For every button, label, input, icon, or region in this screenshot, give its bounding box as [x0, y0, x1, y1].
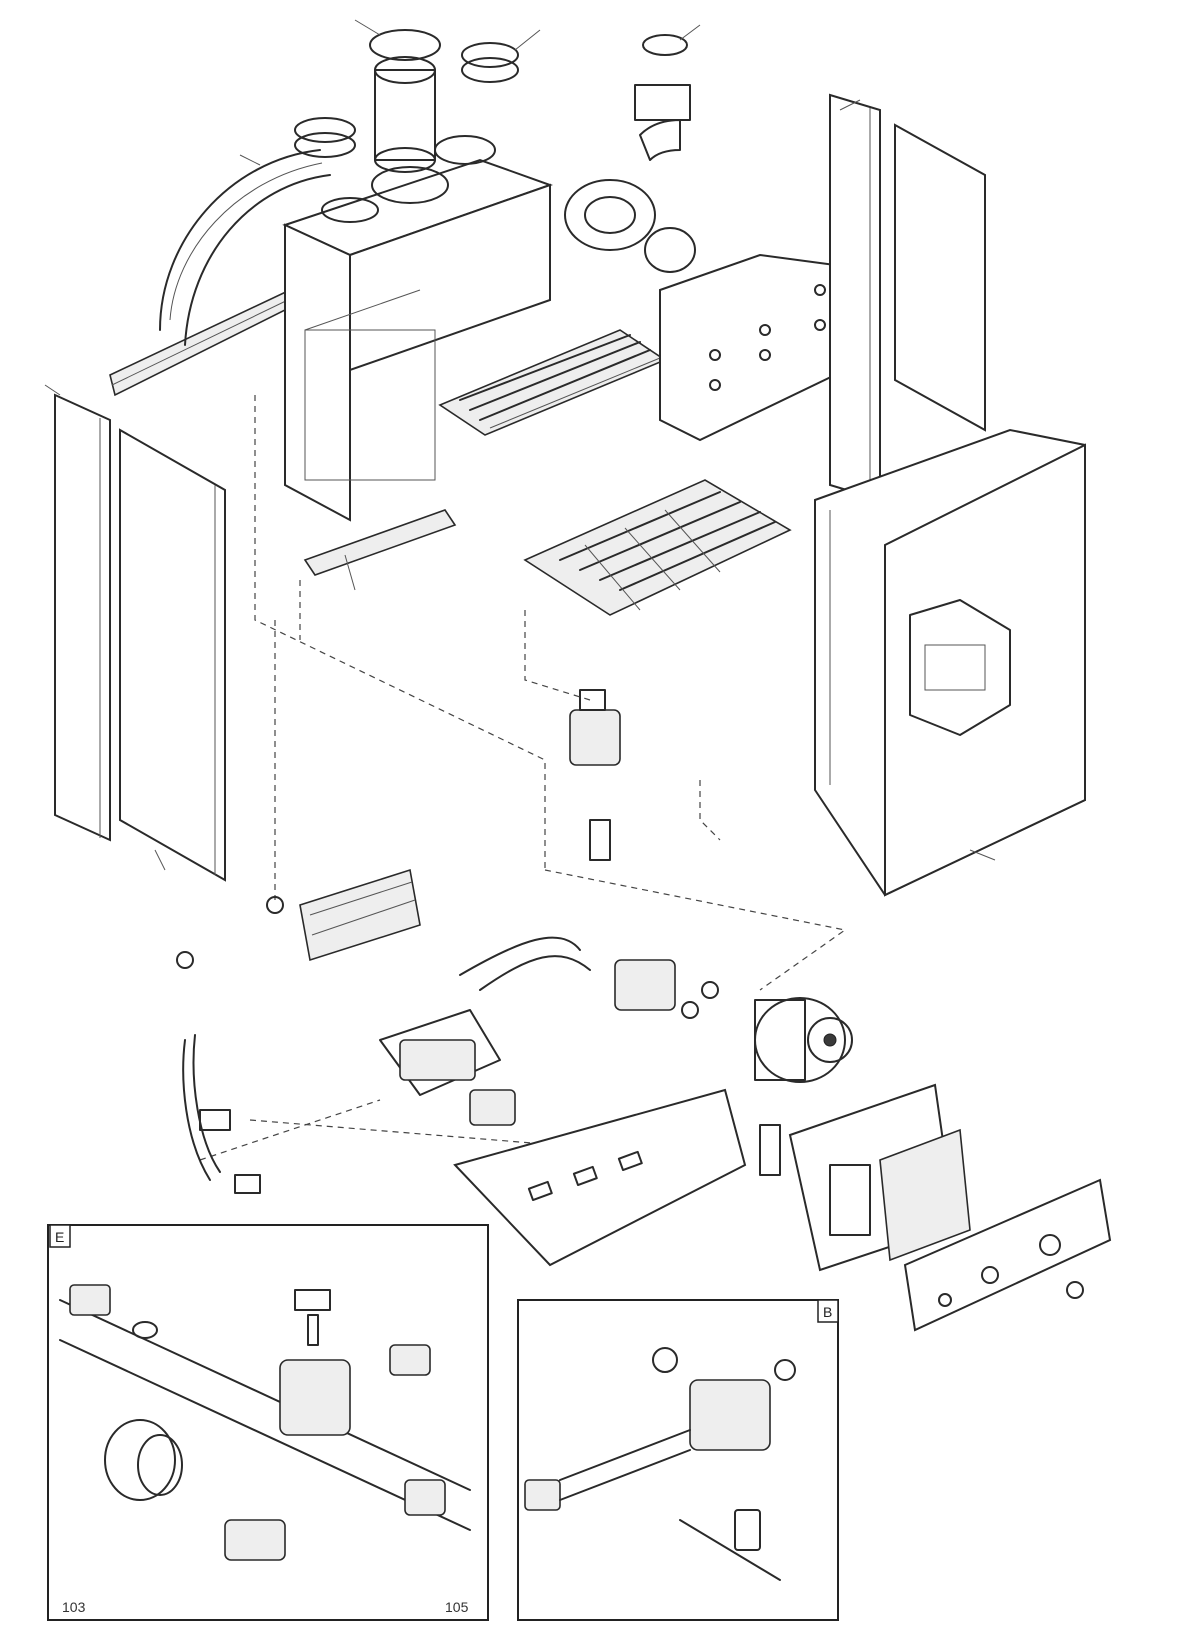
- flue-hose: [159, 149, 331, 346]
- hydraulic-group: [379, 936, 591, 1126]
- main-housing: [282, 158, 553, 522]
- heat-exchanger: [438, 329, 667, 436]
- left-side-panel-outer: [54, 393, 111, 842]
- frame-base: [453, 1088, 747, 1267]
- fan-assembly: [564, 34, 696, 273]
- callout-leaders: [44, 19, 996, 871]
- lower-left-bracket: [303, 509, 457, 591]
- return-pipe: [182, 1034, 261, 1194]
- plate-heat-exchanger: [176, 868, 421, 969]
- inset-e: E 103 105: [47, 1224, 489, 1621]
- inset-b: B: [517, 1299, 839, 1621]
- gas-valve-upper: [569, 689, 621, 861]
- diverter-valve: [614, 959, 719, 1019]
- front-door-panel: [814, 428, 1086, 897]
- left-side-panel-inner: [119, 428, 226, 882]
- control-box: [759, 1083, 971, 1272]
- rear-right-bracket: [659, 253, 836, 442]
- control-panel-fascia: [903, 1178, 1112, 1332]
- right-back-panel: [829, 93, 986, 502]
- flue-rings: [294, 29, 519, 223]
- burner-grid: [523, 479, 792, 616]
- pump-motor: [754, 997, 853, 1083]
- left-mounting-rail: [109, 288, 296, 397]
- inset-e-corner-right: 105: [445, 1599, 469, 1615]
- inset-e-corner-left: 103: [62, 1599, 86, 1615]
- inset-b-label: B: [823, 1304, 832, 1320]
- inset-e-label: E: [55, 1229, 64, 1245]
